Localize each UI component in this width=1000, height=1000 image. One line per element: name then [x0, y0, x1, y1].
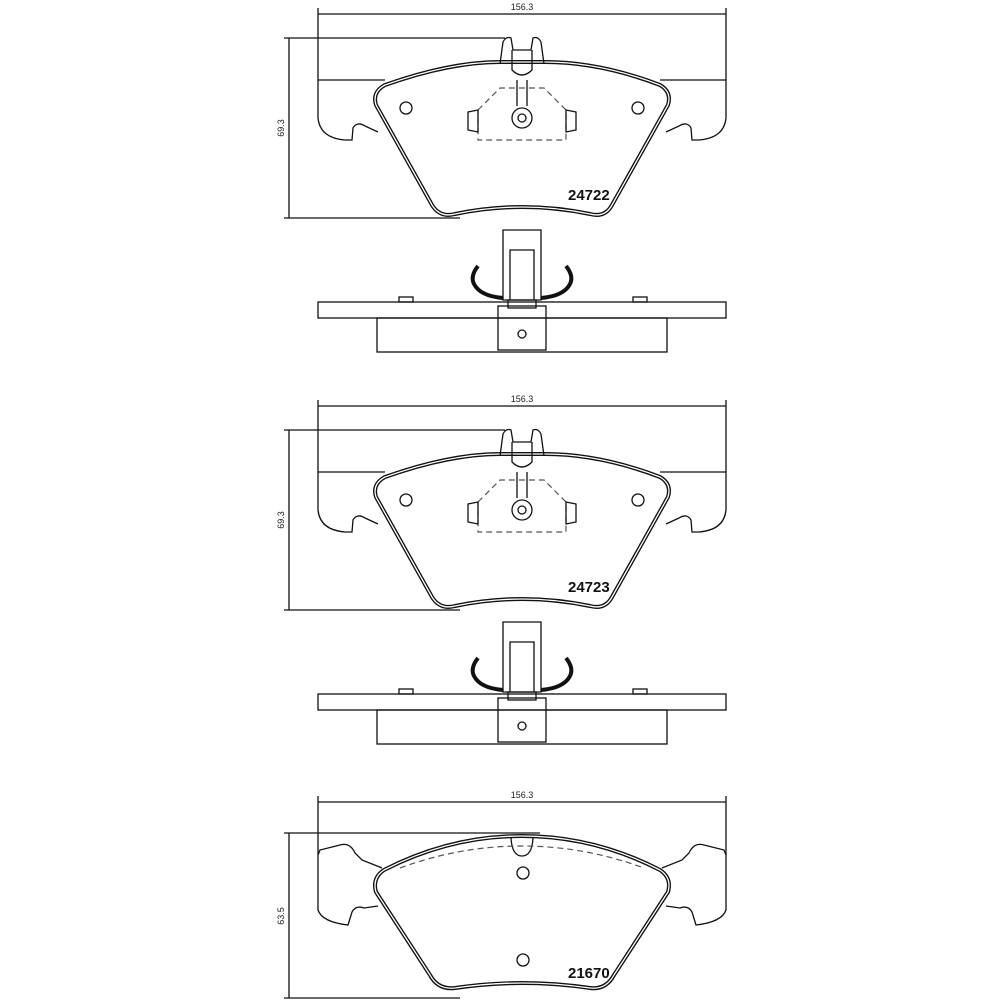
pad-front-view	[282, 6, 728, 220]
width-dimension: 156.3	[511, 394, 534, 404]
height-dimension: 63.5	[276, 907, 286, 925]
height-dimension: 69.3	[276, 511, 286, 529]
pad-side-view	[316, 620, 728, 746]
pad-front-view	[282, 398, 728, 612]
part-number: 24722	[568, 187, 610, 204]
width-dimension: 156.3	[511, 2, 534, 12]
width-dimension: 156.3	[511, 790, 534, 800]
part-number: 21670	[568, 965, 610, 982]
pad-drawing-2: 156.3 69.3 24723	[276, 394, 728, 746]
pad-front-view	[284, 796, 727, 999]
height-dimension: 69.3	[276, 119, 286, 137]
pad-drawing-3: 156.3 63.5 21670	[276, 790, 727, 999]
pad-drawing-1: 156.3 69.3 24722	[276, 2, 728, 354]
part-number: 24723	[568, 579, 610, 596]
pad-side-view	[316, 228, 728, 354]
